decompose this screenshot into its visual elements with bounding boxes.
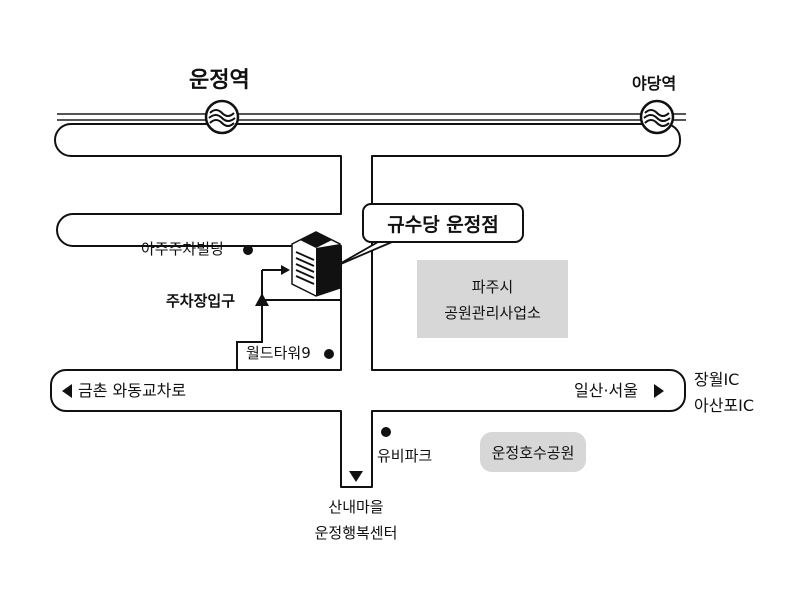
railway-line [57, 113, 686, 121]
parking-building-label: 아주주차빌딩 [141, 240, 224, 258]
station-icon [639, 99, 675, 135]
ic-label-2: 아산포IC [694, 396, 755, 415]
poi-dot [381, 427, 391, 437]
right-arrow-icon [654, 384, 664, 398]
park-office-box: 파주시 공원관리사업소 [417, 260, 568, 338]
ic-label-1: 장월IC [694, 370, 740, 389]
community-center-line2: 운정행복센터 [314, 524, 398, 542]
poi-dot [324, 349, 334, 359]
destination-label: 규수당 운정점 [362, 203, 524, 243]
world-tower-label: 월드타워9 [246, 344, 311, 362]
building-icon [291, 231, 341, 297]
parking-entrance-label: 주차장입구 [166, 292, 236, 310]
left-arrow-icon [62, 384, 72, 398]
down-arrow-icon [349, 471, 363, 482]
road-label-right: 일산·서울 [574, 381, 638, 400]
station-icon [204, 99, 240, 135]
poi-dot [243, 245, 253, 255]
ubi-park-label: 유비파크 [377, 447, 433, 465]
lake-park-box: 운정호수공원 [480, 432, 586, 472]
road-label-left: 금촌 와동교차로 [78, 381, 187, 400]
entrance-arrowhead [281, 265, 290, 275]
station-name-unjeong: 운정역 [189, 68, 250, 93]
park-office-line1: 파주시 [471, 277, 514, 296]
road-network [50, 123, 686, 488]
parking-lane [236, 299, 341, 370]
park-office-line2: 공원관리사업소 [444, 303, 541, 322]
community-center-line1: 산내마을 [328, 498, 384, 516]
station-name-yadang: 야당역 [632, 74, 677, 93]
